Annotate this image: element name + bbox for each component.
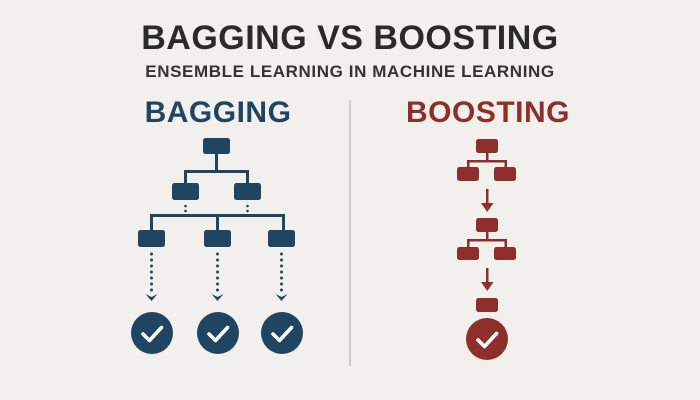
bagging-node-right [234, 183, 261, 200]
bagging-model-1 [138, 230, 165, 247]
bagging-dotted-arrows [145, 252, 288, 301]
check-circle-icon [466, 318, 508, 360]
bagging-heading: BAGGING [144, 96, 292, 129]
arrow-down-icon [481, 189, 494, 212]
subtitle: ENSEMBLE LEARNING IN MACHINE LEARNING [145, 62, 555, 81]
arrow-down-icon [481, 268, 494, 291]
check-circle-icon [261, 312, 303, 354]
bagging-node-left [172, 183, 199, 200]
bagging-model-3 [268, 230, 295, 247]
boosting-tree-2 [457, 218, 516, 260]
bagging-model-2 [204, 230, 231, 247]
bagging-root-node [203, 138, 230, 154]
boosting-tree-1 [457, 139, 516, 181]
check-circle-icon [131, 312, 173, 354]
boosting-final-model [476, 298, 498, 312]
center-divider [349, 100, 351, 366]
boosting-heading: BOOSTING [405, 96, 570, 129]
main-title: BAGGING VS BOOSTING [141, 19, 559, 57]
check-circle-icon [197, 312, 239, 354]
